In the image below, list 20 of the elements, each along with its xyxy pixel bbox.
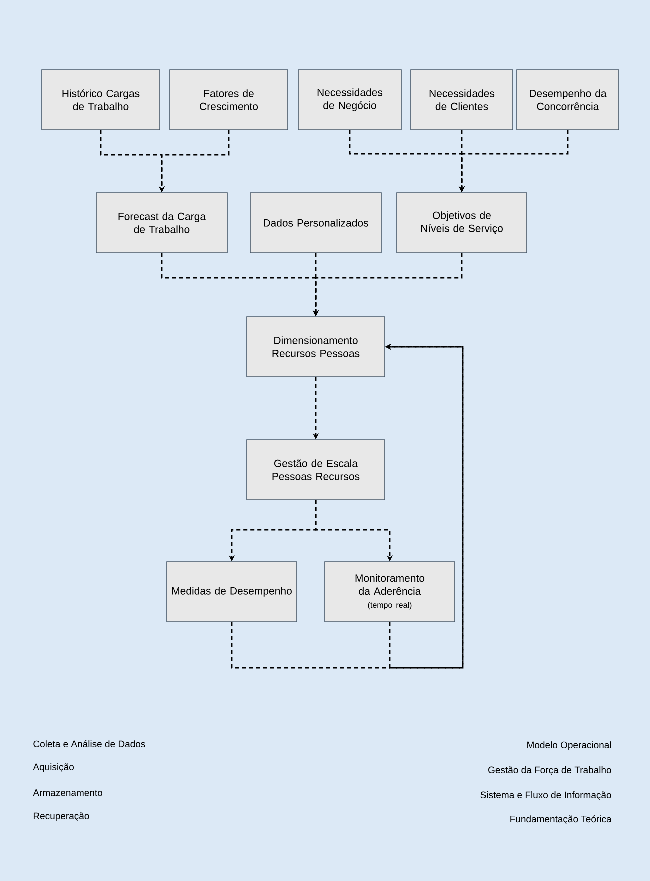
- process-box: Monitoramento da Aderência (tempo real): [324, 562, 456, 622]
- side-note: Gestão da Força de Trabalho: [488, 766, 612, 776]
- side-note: Coleta e Análise de Dados: [34, 740, 146, 748]
- side-note: Recuperação: [34, 812, 90, 822]
- process-box: Desempenho da Concorrência: [516, 70, 620, 130]
- side-note: Modelo Operacional: [528, 742, 612, 750]
- side-note: Sistema e Fluxo de Informação: [480, 792, 612, 800]
- process-box: Necessidades de Negócio: [298, 70, 402, 130]
- process-box: Dimensionamento Recursos Pessoas: [246, 316, 386, 378]
- side-note: Aquisição: [33, 764, 74, 772]
- process-box: Medidas de Desempenho: [166, 562, 298, 622]
- process-box: Gestão de Escala Pessoas Recursos: [246, 440, 386, 500]
- process-box: Forecast da Carga de Trabalho: [96, 192, 228, 254]
- side-note: Armazenamento: [33, 790, 102, 796]
- process-box: Histórico Cargas de Trabalho: [42, 70, 160, 130]
- process-box: Fatores de Crescimento: [170, 70, 288, 130]
- process-box: Necessidades de Clientes: [410, 70, 514, 130]
- process-box: Dados Personalizados: [250, 192, 382, 254]
- side-note: Fundamentação Teórica: [510, 816, 612, 824]
- process-box: Objetivos de Níveis de Serviço: [396, 192, 528, 254]
